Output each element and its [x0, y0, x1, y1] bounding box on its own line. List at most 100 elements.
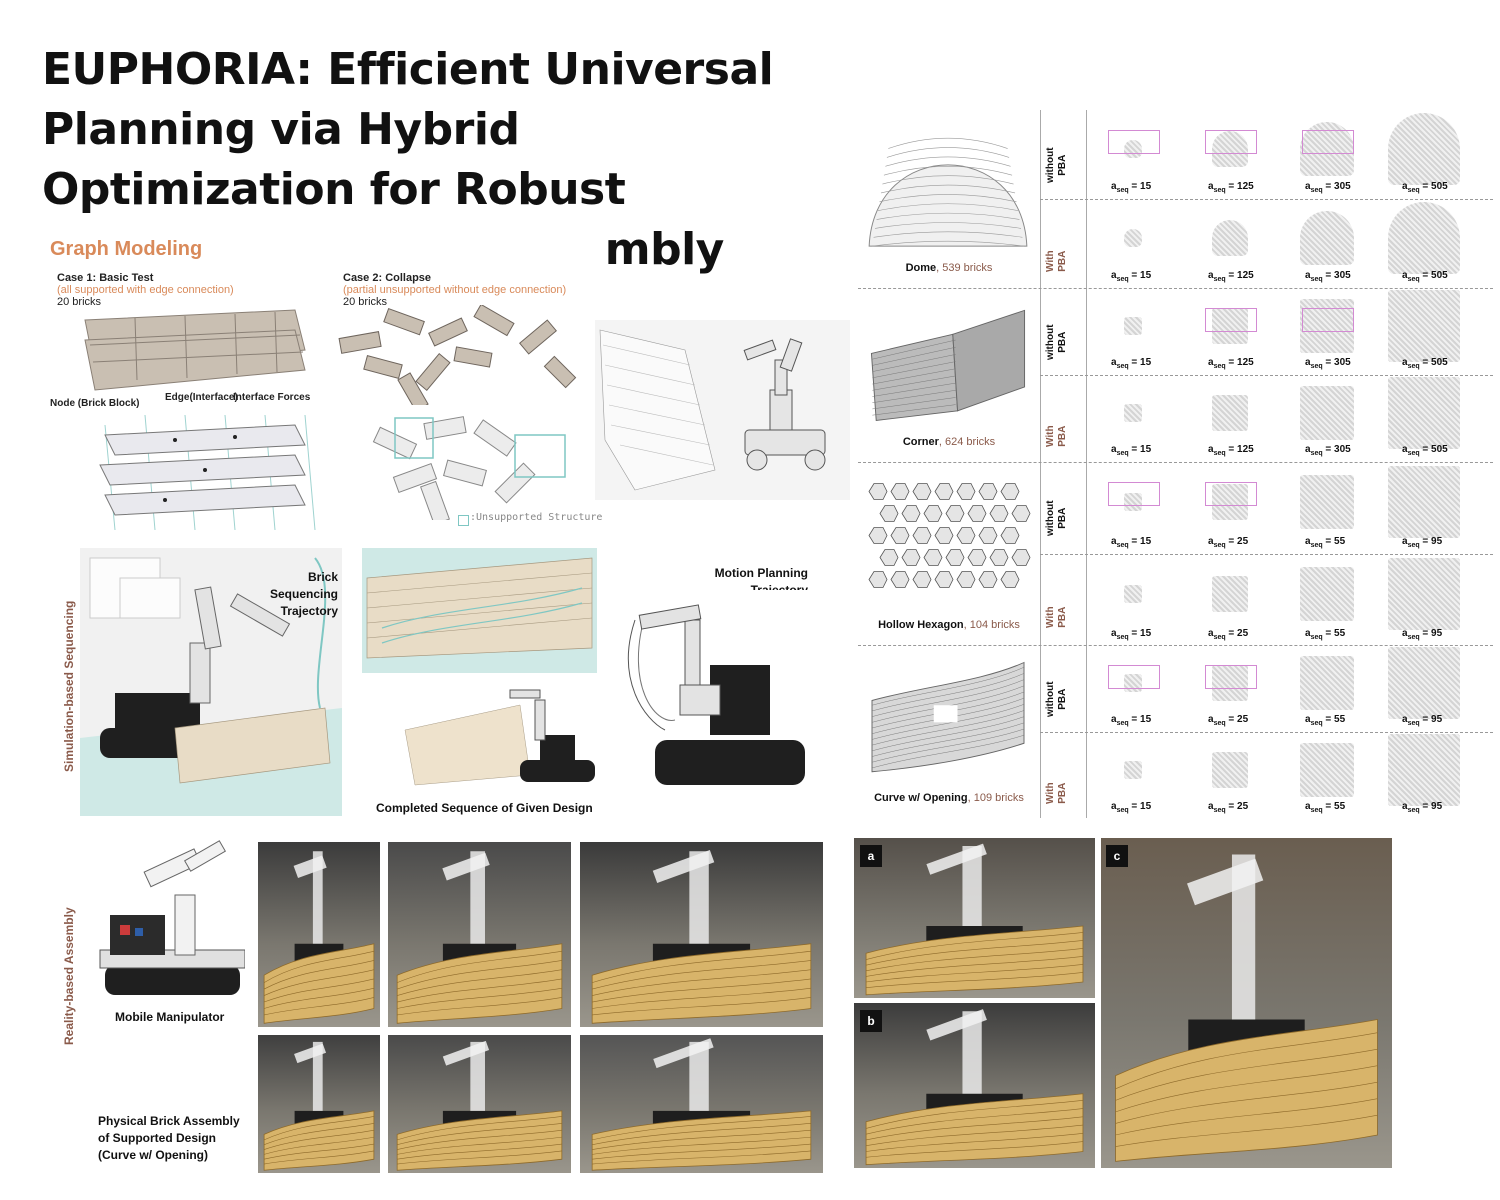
sequence-thumbnail — [1388, 558, 1460, 630]
sequence-thumbnail — [1124, 316, 1142, 335]
assembly-photo — [580, 1035, 823, 1173]
structure-render — [863, 296, 1033, 430]
aseq-label: aseq = 505 — [1402, 444, 1448, 457]
sequence-thumbnail — [1124, 493, 1142, 511]
physical-assembly-caption: Physical Brick Assembly of Supported Des… — [98, 1114, 240, 1162]
assembly-photo — [854, 838, 1095, 998]
aseq-label: aseq = 95 — [1402, 801, 1443, 814]
unsupported-legend-box — [458, 515, 469, 526]
with-pba-label: With PBA — [1045, 781, 1068, 804]
without-pba-label: without PBA — [1045, 323, 1068, 360]
aseq-label: aseq = 55 — [1305, 801, 1346, 814]
aseq-label: aseq = 505 — [1402, 270, 1448, 283]
aseq-label: aseq = 25 — [1208, 628, 1249, 641]
photo-tag-b: b — [860, 1010, 882, 1032]
sequence-thumbnail — [1212, 751, 1248, 788]
assembly-photo — [854, 1003, 1095, 1168]
row-divider — [858, 645, 1493, 646]
photo-tag-c: c — [1106, 845, 1128, 867]
unsupported-highlight-box — [1205, 665, 1257, 689]
case2-title: Case 2: Collapse — [343, 272, 432, 284]
sequence-thumbnail — [1212, 484, 1248, 520]
aseq-label: aseq = 305 — [1305, 270, 1351, 283]
case1-subtitle: (all supported with edge connection) — [57, 284, 234, 296]
sequence-thumbnail — [1212, 219, 1248, 256]
unsupported-highlight-box — [1205, 130, 1257, 154]
unsupported-highlight-box — [1205, 308, 1257, 332]
structure-caption: Dome, 539 bricks — [858, 262, 1040, 274]
aseq-label: aseq = 15 — [1111, 628, 1152, 641]
graph-modeling-heading: Graph Modeling — [50, 238, 203, 260]
aseq-label: aseq = 55 — [1305, 714, 1346, 727]
sequence-thumbnail — [1300, 655, 1354, 710]
assembly-photo — [388, 1035, 571, 1173]
sequence-thumbnail — [1388, 201, 1460, 274]
aseq-label: aseq = 505 — [1402, 357, 1448, 370]
structure-brick-count: , 104 bricks — [963, 619, 1020, 631]
aseq-label: aseq = 505 — [1402, 181, 1448, 194]
unsupported-highlight-box — [1302, 130, 1354, 154]
sequence-thumbnail — [1388, 646, 1460, 719]
structure-name: Curve w/ Opening — [874, 792, 968, 804]
sequence-thumbnail — [1300, 475, 1354, 529]
graph-modeling-panel: Graph Modeling Case 1: Basic Test (all s… — [45, 230, 605, 535]
without-pba-label: without PBA — [1045, 500, 1068, 536]
with-pba-label: With PBA — [1045, 606, 1068, 628]
sequence-thumbnail — [1212, 307, 1248, 344]
without-pba-label: without PBA — [1045, 146, 1068, 183]
render-wall-robot — [595, 320, 850, 500]
sequence-thumbnail — [1124, 673, 1142, 692]
case2-subtitle: (partial unsupported without edge connec… — [343, 284, 567, 296]
aseq-label: aseq = 95 — [1402, 714, 1443, 727]
sequence-thumbnail — [1300, 210, 1354, 265]
case1-title: Case 1: Basic Test — [57, 272, 154, 284]
sequence-thumbnail — [1212, 394, 1248, 431]
sequence-thumbnail — [1212, 130, 1248, 167]
mobile-manipulator-caption: Mobile Manipulator — [115, 1010, 225, 1024]
aseq-label: aseq = 15 — [1111, 801, 1152, 814]
forces-label: Interface Forces — [233, 392, 311, 403]
structure-render — [863, 470, 1033, 613]
aseq-label: aseq = 125 — [1208, 270, 1254, 283]
case1-count: 20 bricks — [57, 296, 102, 308]
unsupported-highlight-box — [1108, 130, 1160, 154]
motion-planning-render — [615, 590, 815, 800]
case2-count: 20 bricks — [343, 296, 388, 308]
unsupported-highlight-box — [1108, 665, 1160, 689]
aseq-label: aseq = 305 — [1305, 444, 1351, 457]
unsupported-highlight-box — [1108, 482, 1160, 506]
aseq-label: aseq = 305 — [1305, 357, 1351, 370]
unsupported-highlight-box — [1302, 308, 1354, 332]
structure-caption: Corner, 624 bricks — [858, 436, 1040, 448]
results-grid: Dome, 539 bricks without PBA aseq = 15 aseq… — [858, 110, 1493, 818]
aseq-label: aseq = 25 — [1208, 714, 1249, 727]
row-divider — [858, 288, 1493, 289]
reality-side-label: Reality-based Assembly — [62, 907, 76, 1045]
case1-brick-wall — [84, 309, 306, 391]
aseq-label: aseq = 15 — [1111, 357, 1152, 370]
structure-brick-count: , 539 bricks — [936, 262, 993, 274]
sequence-thumbnail — [1212, 664, 1248, 701]
structure-render — [863, 118, 1033, 256]
sequence-thumbnail — [1124, 403, 1142, 422]
aseq-label: aseq = 125 — [1208, 181, 1254, 194]
case2-collapse-bricks — [338, 305, 577, 405]
sequence-thumbnail — [1124, 585, 1142, 603]
aseq-label: aseq = 15 — [1111, 270, 1152, 283]
aseq-label: aseq = 95 — [1402, 536, 1443, 549]
unsupported-legend-text: :Unsupported Structure — [470, 512, 603, 523]
simulation-side-label: Simulation-based Sequencing — [62, 600, 76, 772]
structure-caption: Hollow Hexagon, 104 bricks — [858, 619, 1040, 631]
aseq-label: aseq = 305 — [1305, 181, 1351, 194]
sequence-thumbnail — [1388, 376, 1460, 449]
aseq-label: aseq = 25 — [1208, 801, 1249, 814]
sequence-thumbnail — [1212, 576, 1248, 612]
simulation-robot-render — [80, 548, 342, 816]
sequence-thumbnail — [1300, 385, 1354, 440]
case1-graph-diagram — [99, 414, 316, 530]
aseq-label: aseq = 15 — [1111, 714, 1152, 727]
structure-name: Hollow Hexagon — [878, 619, 964, 631]
structure-name: Corner — [902, 436, 939, 448]
assembly-photo — [258, 842, 380, 1027]
structure-render — [863, 653, 1033, 786]
